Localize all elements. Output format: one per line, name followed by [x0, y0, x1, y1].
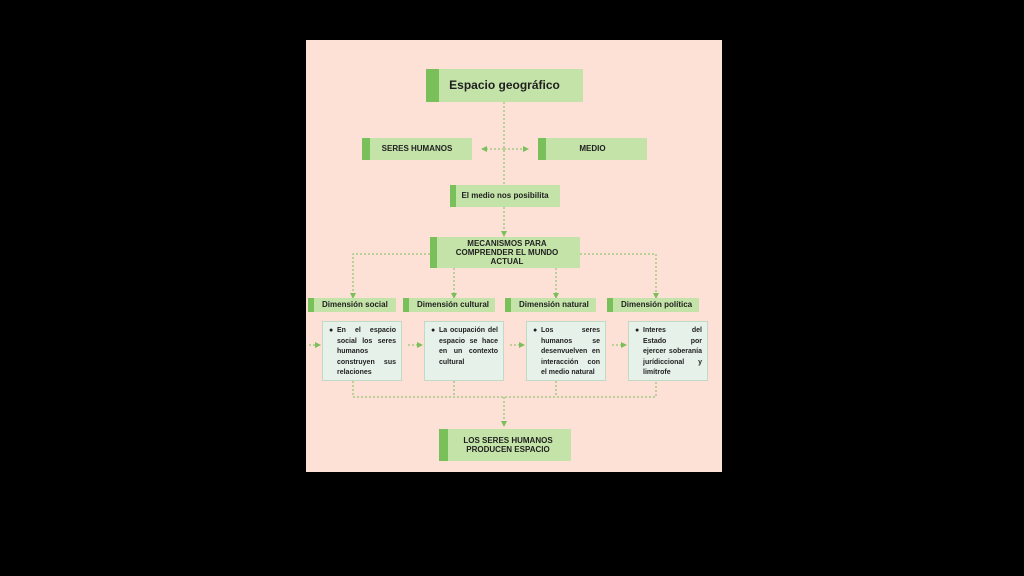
dimension-natural-description: Los seres humanos se desenvuelven en int… — [541, 327, 600, 376]
dimension-cultural-description: La ocupación del espacio se hace en un c… — [439, 327, 498, 366]
dimension-cultural-accent — [403, 298, 409, 312]
enabler-node-label: El medio nos posibilita — [461, 191, 549, 201]
dimension-politica-label: Dimensión política — [607, 298, 699, 312]
enabler-node: El medio nos posibilita — [450, 185, 560, 207]
dimension-social-card: ● En el espacio social los seres humanos… — [322, 321, 402, 381]
medium-node-accent — [538, 138, 546, 160]
diagram-slide: Espacio geográfico SERES HUMANOS MEDIO E… — [306, 40, 722, 472]
title-node-label: Espacio geográfico — [449, 77, 560, 92]
dimension-natural-label: Dimensión natural — [505, 298, 596, 312]
medium-node-label: MEDIO — [579, 144, 606, 154]
mechanisms-node-label: MECANISMOS PARA COMPRENDER EL MUNDO ACTU… — [455, 238, 559, 267]
dimension-social-accent — [308, 298, 314, 312]
mechanisms-node: MECANISMOS PARA COMPRENDER EL MUNDO ACTU… — [430, 237, 580, 268]
enabler-node-accent — [450, 185, 456, 207]
dimension-natural-card: ● Los seres humanos se desenvuelven en i… — [526, 321, 606, 381]
humans-node-accent — [362, 138, 370, 160]
title-node-accent — [426, 69, 439, 102]
bullet-icon: ● — [533, 327, 538, 334]
title-node: Espacio geográfico — [426, 69, 583, 102]
result-node-label: LOS SERES HUMANOS PRODUCEN ESPACIO — [463, 435, 553, 454]
bullet-icon: ● — [635, 327, 640, 334]
dimension-social-label: Dimensión social — [308, 298, 396, 312]
result-node: LOS SERES HUMANOS PRODUCEN ESPACIO — [439, 429, 571, 461]
mechanisms-node-accent — [430, 237, 437, 268]
bullet-icon: ● — [431, 327, 436, 334]
dimension-cultural-card: ● La ocupación del espacio se hace en un… — [424, 321, 504, 381]
medium-node: MEDIO — [538, 138, 647, 160]
bullet-icon: ● — [329, 327, 334, 334]
dimension-natural-accent — [505, 298, 511, 312]
humans-node-label: SERES HUMANOS — [381, 144, 453, 154]
dimension-politica-text: Dimensión política — [621, 300, 693, 309]
dimension-social-text: Dimensión social — [322, 300, 388, 309]
humans-node: SERES HUMANOS — [362, 138, 472, 160]
dimension-politica-card: ● Interes del Estado por ejercer soberan… — [628, 321, 708, 381]
dimension-politica-accent — [607, 298, 613, 312]
dimension-social-description: En el espacio social los seres humanos c… — [337, 327, 396, 376]
dimension-natural-text: Dimensión natural — [519, 300, 589, 309]
result-node-accent — [439, 429, 448, 461]
dimension-cultural-label: Dimensión cultural — [403, 298, 495, 312]
dimension-cultural-text: Dimensión cultural — [417, 300, 490, 309]
dimension-politica-description: Interes del Estado por ejercer soberanía… — [643, 327, 702, 376]
